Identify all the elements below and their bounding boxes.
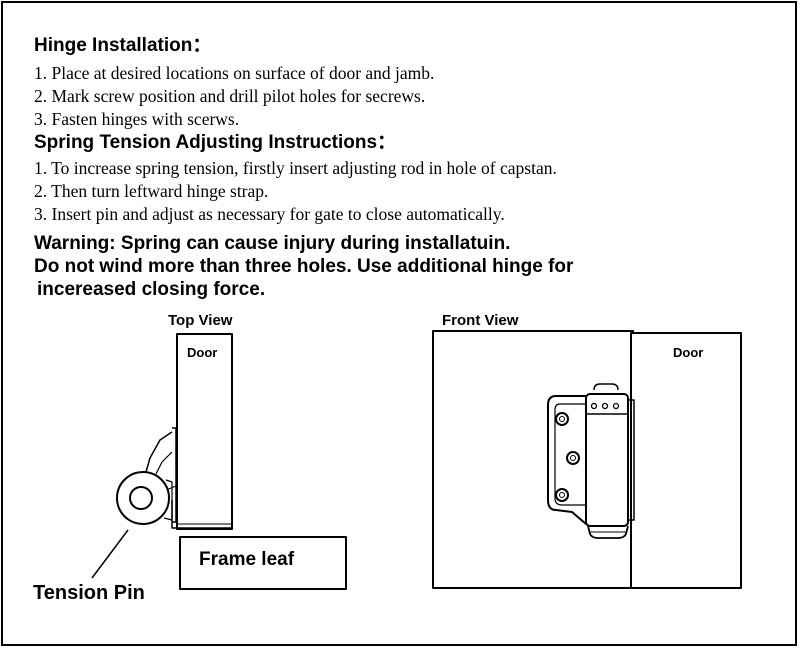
top-view-frame-leaf-rect <box>179 536 347 590</box>
top-view-door-label: Door <box>187 345 218 360</box>
spring-tension-step-3: 3. Insert pin and adjust as necessary fo… <box>34 204 505 224</box>
front-view-capstan-hole-3 <box>612 402 620 410</box>
spring-tension-step-1: 1. To increase spring tension, firstly i… <box>34 158 557 178</box>
spring-tension-step-2: 2. Then turn leftward hinge strap. <box>34 181 269 201</box>
top-view-hinge-bracket <box>145 431 173 473</box>
top-view-capstan-outer <box>116 471 170 525</box>
tension-pin-label: Tension Pin <box>33 582 145 604</box>
front-view-drawing <box>432 330 742 589</box>
warning-line-1: Warning: Spring can cause injury during … <box>34 233 511 254</box>
installation-step-3: 3. Fasten hinges with scerws. <box>34 109 240 129</box>
top-view-door-rect <box>176 333 233 530</box>
top-view-hinge-leaf <box>172 427 177 523</box>
top-view-capstan-hole <box>129 486 153 510</box>
spring-tension-heading: Spring Tension Adjusting Instructions： <box>34 132 397 153</box>
front-view-hinge-leaf <box>547 395 587 525</box>
front-view-screw-hole-1 <box>555 412 569 426</box>
front-view-screw-hole-2 <box>566 451 580 465</box>
installation-step-1: 1. Place at desired locations on surface… <box>34 63 435 83</box>
front-view-screw-hole-3 <box>555 488 569 502</box>
tension-pin-pointer <box>91 529 129 579</box>
front-view-capstan-hole-1 <box>590 402 598 410</box>
top-view-frame-leaf-label: Frame leaf <box>199 549 295 570</box>
installation-heading: Hinge Installation： <box>34 35 212 56</box>
warning-line-3: incereased closing force. <box>37 279 266 300</box>
top-view-drawing <box>91 333 347 590</box>
front-view-capstan-hole-2 <box>601 402 609 410</box>
front-view-barrel <box>585 393 629 527</box>
front-view-capstan-top <box>593 383 619 391</box>
installation-step-2: 2. Mark screw position and drill pilot h… <box>34 86 426 106</box>
warning-line-2: Do not wind more than three holes. Use a… <box>34 256 574 277</box>
front-view-door-rect <box>630 332 742 589</box>
front-view-title: Front View <box>442 312 519 329</box>
front-view-barrel-base <box>587 525 629 539</box>
front-view-door-label: Door <box>673 345 704 360</box>
top-view-title: Top View <box>168 312 233 329</box>
